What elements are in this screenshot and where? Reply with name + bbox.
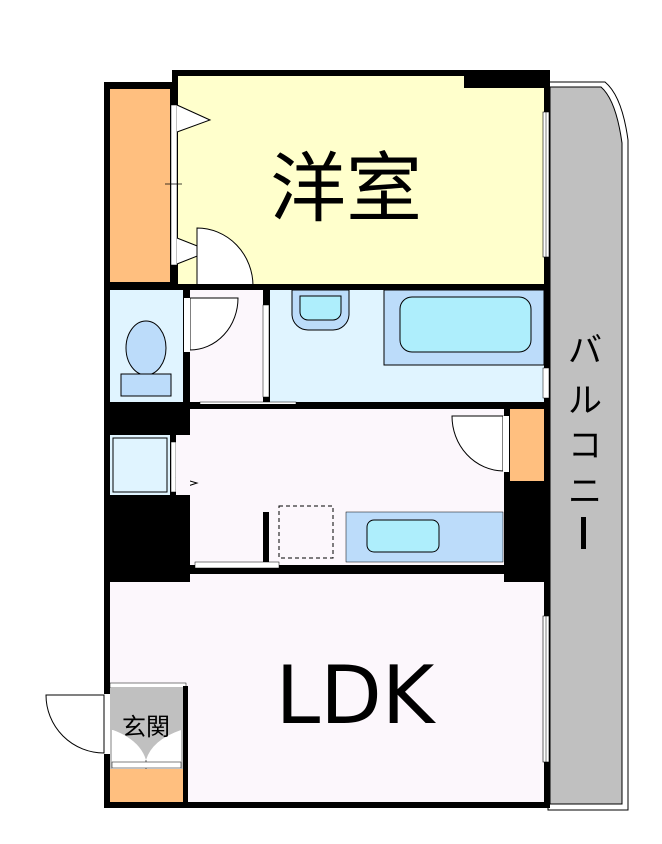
- washing-machine-space: [110, 435, 199, 495]
- sliding-door: [194, 561, 280, 569]
- western-room-door: [196, 227, 254, 289]
- storage-door: [451, 415, 504, 472]
- shoe-cabinet: [110, 769, 183, 802]
- entrance: 玄関: [109, 682, 188, 802]
- balcony-char-3: コ: [568, 426, 602, 466]
- western-room-label: 洋室: [270, 144, 422, 233]
- closet: [104, 82, 212, 292]
- storage: [510, 409, 544, 481]
- toilet-door: [189, 297, 239, 351]
- toilet-fixture: [120, 320, 172, 397]
- balcony-char-5-bar: [581, 517, 586, 549]
- refrigerator-space: [278, 505, 334, 559]
- washbasin: [291, 289, 350, 331]
- balcony-char-4: ニ: [568, 472, 602, 512]
- kitchen-sink: [345, 511, 504, 563]
- western-room: 洋室: [172, 70, 550, 290]
- balcony-char-2: ル: [568, 381, 602, 421]
- entrance-label: 玄関: [122, 713, 170, 741]
- entrance-door: [45, 694, 105, 754]
- balcony: バ ル コ ニ: [547, 81, 629, 811]
- bathroom-sliding-door: [262, 304, 270, 398]
- bathtub: [383, 289, 545, 366]
- closet-door-icon: [176, 104, 212, 133]
- balcony-char-1: バ: [568, 331, 602, 371]
- ldk-label: LDK: [276, 649, 437, 742]
